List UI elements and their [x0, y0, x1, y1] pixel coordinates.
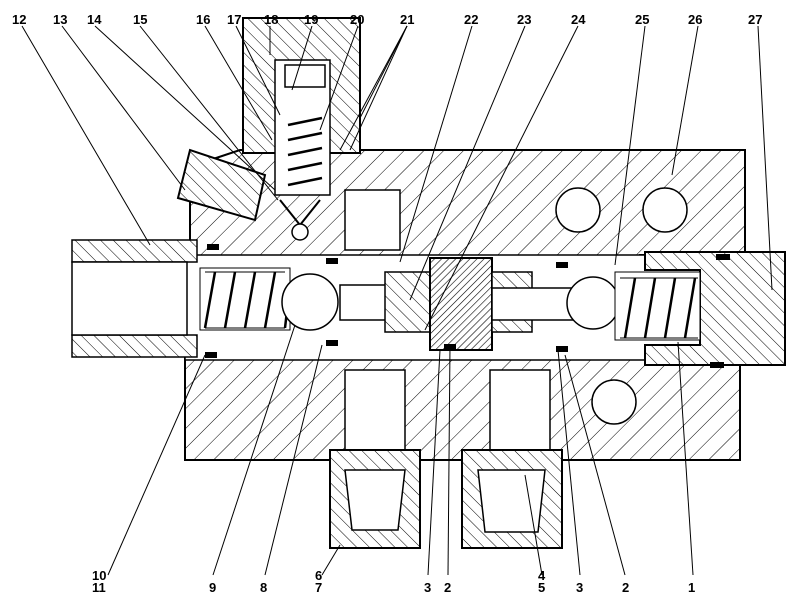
callout-13: 13: [53, 12, 67, 27]
callout-16: 16: [196, 12, 210, 27]
central-spool: [429, 257, 493, 351]
right-ball: [566, 276, 620, 330]
callout-26: 26: [688, 12, 702, 27]
callout-19: 19: [304, 12, 318, 27]
callout-15: 15: [133, 12, 147, 27]
left-sleeve: [71, 239, 198, 358]
callout-17: 17: [227, 12, 241, 27]
bottom-right-fitting: [461, 369, 563, 549]
callout-20: 20: [350, 12, 364, 27]
callout-14: 14: [87, 12, 102, 27]
left-ball: [281, 273, 339, 331]
callout-23: 23: [517, 12, 531, 27]
bottom-callouts: 10 11 9 8 6 7 3 2 4 5 3 2 1: [92, 568, 695, 595]
callout-3-left: 3: [424, 580, 431, 595]
callout-9: 9: [209, 580, 216, 595]
left-spring: [199, 267, 292, 331]
callout-10: 10: [92, 568, 106, 583]
callout-18: 18: [264, 12, 278, 27]
callout-27: 27: [748, 12, 762, 27]
callout-1: 1: [688, 580, 695, 595]
left-fitting: [176, 148, 401, 251]
left-stem: [339, 271, 431, 333]
callout-5: 5: [538, 580, 545, 595]
callout-4: 4: [538, 568, 546, 583]
callout-3-right: 3: [576, 580, 583, 595]
top-valve: [242, 17, 361, 241]
callout-21: 21: [400, 12, 414, 27]
callout-7: 7: [315, 580, 322, 595]
callout-2-left: 2: [444, 580, 451, 595]
callout-2-right: 2: [622, 580, 629, 595]
callout-6: 6: [315, 568, 322, 583]
bottom-left-fitting: [329, 369, 421, 549]
callout-12: 12: [12, 12, 26, 27]
top-callouts: 12 13 14 15 16 17 18 19 20 21 22 23 24 2…: [12, 12, 762, 27]
callout-24: 24: [571, 12, 586, 27]
right-stem: [491, 271, 578, 333]
callout-25: 25: [635, 12, 649, 27]
callout-8: 8: [260, 580, 267, 595]
callout-22: 22: [464, 12, 478, 27]
leader-lines: [21, 25, 773, 576]
right-plug: [614, 251, 786, 366]
callout-11: 11: [92, 580, 106, 595]
